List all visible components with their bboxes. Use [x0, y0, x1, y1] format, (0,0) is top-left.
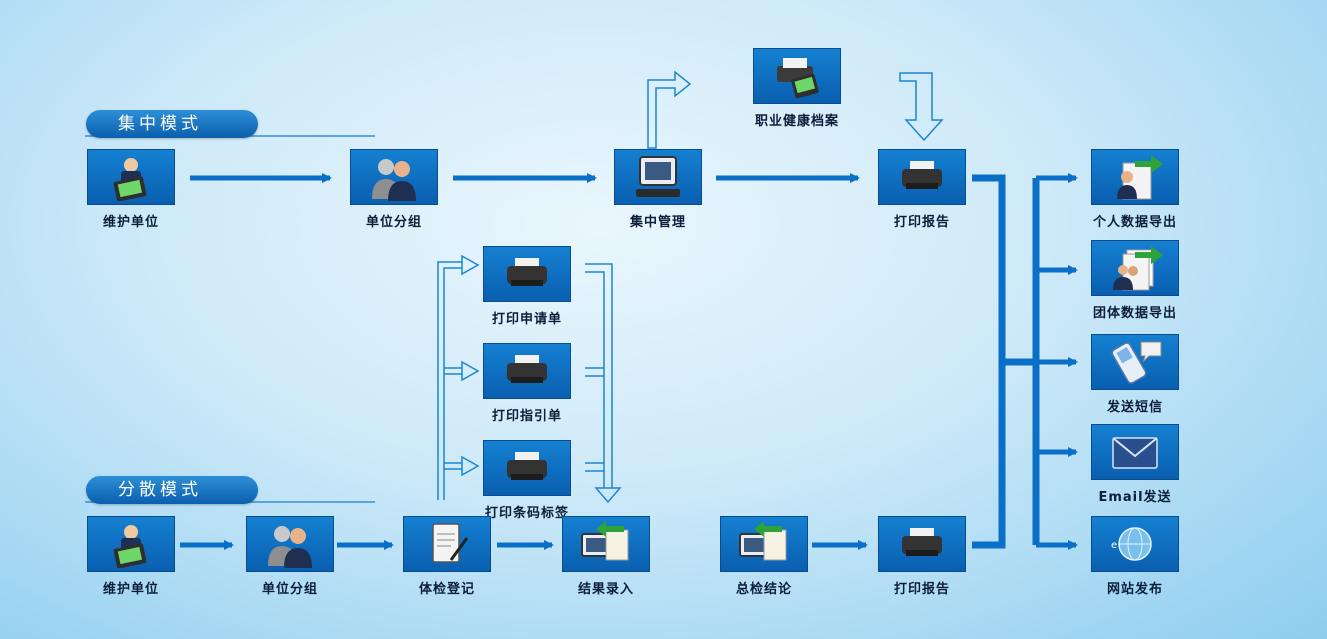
- printer-icon: [483, 246, 571, 302]
- node-c-unit-group[interactable]: 单位分组: [334, 149, 454, 230]
- node-label: 维护单位: [102, 215, 159, 230]
- node-web-publish[interactable]: e 网站发布: [1075, 516, 1195, 597]
- node-c-print-report[interactable]: 打印报告: [862, 149, 982, 230]
- node-group-export[interactable]: 团体数据导出: [1075, 240, 1195, 321]
- node-c-central-management[interactable]: 集中管理: [598, 149, 718, 230]
- printer-pda-icon: [753, 48, 841, 104]
- node-label: 总检结论: [735, 582, 792, 597]
- clipboard-icon: [403, 516, 491, 572]
- printer-icon: [878, 149, 966, 205]
- node-d-unit-group[interactable]: 单位分组: [230, 516, 350, 597]
- node-label: Email发送: [1098, 490, 1172, 505]
- node-print-barcode[interactable]: 打印条码标签: [467, 440, 587, 521]
- node-c-health-file[interactable]: 职业健康档案: [737, 48, 857, 129]
- node-label: 维护单位: [102, 582, 159, 597]
- computer-icon: [614, 149, 702, 205]
- phone-icon: [1091, 334, 1179, 390]
- pda-user-icon: [87, 149, 175, 205]
- node-label: 体检登记: [418, 582, 475, 597]
- arrow-to-print-barcode: [461, 455, 480, 477]
- node-d-exam-register[interactable]: 体检登记: [387, 516, 507, 597]
- node-c-maintain-unit[interactable]: 维护单位: [71, 149, 191, 230]
- node-d-result-entry[interactable]: 结果录入: [546, 516, 666, 597]
- printer-icon: [483, 440, 571, 496]
- node-print-guide[interactable]: 打印指引单: [467, 343, 587, 424]
- node-label: 单位分组: [365, 215, 422, 230]
- node-d-print-report[interactable]: 打印报告: [862, 516, 982, 597]
- node-label: 个人数据导出: [1092, 215, 1177, 230]
- node-label: 打印报告: [893, 215, 950, 230]
- printer-icon: [483, 343, 571, 399]
- arrow-down-to-result: [594, 487, 622, 504]
- node-label: 发送短信: [1106, 400, 1163, 415]
- node-label: 打印报告: [893, 582, 950, 597]
- person-export-icon: [1091, 149, 1179, 205]
- node-label: 单位分组: [261, 582, 318, 597]
- node-label: 结果录入: [577, 582, 634, 597]
- output-merge-bracket: [972, 174, 1006, 549]
- printer-icon: [878, 516, 966, 572]
- arrow-manage-to-healthfile: [647, 70, 692, 149]
- node-label: 团体数据导出: [1092, 306, 1177, 321]
- globe-icon: e: [1091, 516, 1179, 572]
- node-label: 网站发布: [1106, 582, 1163, 597]
- node-label: 集中管理: [629, 215, 686, 230]
- node-label: 打印指引单: [491, 409, 562, 424]
- node-d-maintain-unit[interactable]: 维护单位: [71, 516, 191, 597]
- group-export-icon: [1091, 240, 1179, 296]
- centralized-mode-tag: 集中模式: [86, 110, 258, 138]
- node-personal-export[interactable]: 个人数据导出: [1075, 149, 1195, 230]
- node-d-final-conclusion[interactable]: 总检结论: [704, 516, 824, 597]
- computer-import-icon: [720, 516, 808, 572]
- computer-import-icon: [562, 516, 650, 572]
- node-send-sms[interactable]: 发送短信: [1075, 334, 1195, 415]
- node-label: 打印申请单: [491, 312, 562, 327]
- node-print-request[interactable]: 打印申请单: [467, 246, 587, 327]
- arrow-to-print-request: [461, 254, 480, 276]
- node-email-send[interactable]: Email发送: [1075, 424, 1195, 505]
- node-label: 打印条码标签: [484, 506, 569, 521]
- pda-user-icon: [87, 516, 175, 572]
- group-people-icon: [350, 149, 438, 205]
- distributed-mode-tag: 分散模式: [86, 476, 258, 504]
- arrow-to-print-guide: [461, 360, 480, 382]
- arrow-down-to-report: [899, 72, 944, 142]
- envelope-icon: [1091, 424, 1179, 480]
- node-label: 职业健康档案: [754, 114, 839, 129]
- group-people-icon: [246, 516, 334, 572]
- svg-text:e: e: [1111, 540, 1117, 551]
